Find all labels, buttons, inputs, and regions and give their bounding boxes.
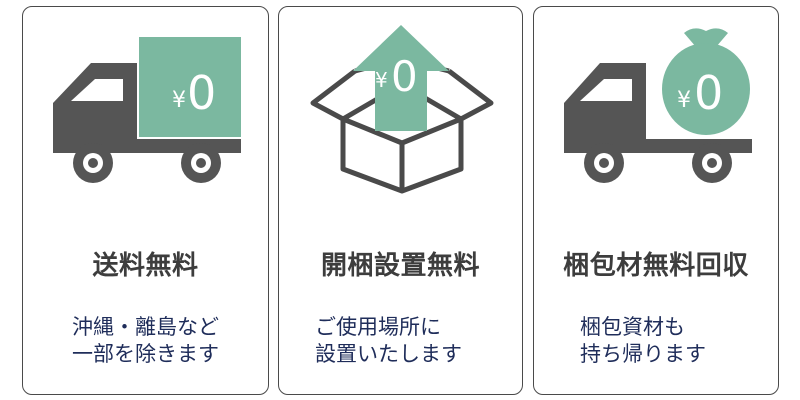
description-line: ご使用場所に [315,315,441,339]
price-symbol: ¥ [375,68,388,92]
description-line: 沖縄・離島など [72,315,219,339]
wheel-rear-icon [181,143,221,183]
feature-card-free-installation: ¥ 0 開梱設置無料 ご使用場所に 設置いたします [278,6,523,395]
card-title: 梱包材無料回収 [563,251,749,281]
delivery-truck-icon: ¥ 0 [53,37,241,183]
card-description: 沖縄・離島など 一部を除きます [23,314,268,368]
open-box-arrow-icon: ¥ 0 [310,25,494,194]
price-value: 0 [694,66,723,120]
feature-card-free-shipping: ¥ 0 送料無料 沖縄・離島など 一部を除きます [22,6,269,395]
price-symbol: ¥ [677,88,691,113]
card-title: 送料無料 [92,251,199,281]
feature-card-free-packing-collection: ¥ 0 梱包材無料回収 梱包資材も 持ち帰ります [533,6,779,395]
card-description: 梱包資材も 持ち帰ります [580,314,778,368]
truck-money-bag-icon: ¥ 0 [564,28,752,183]
description-line: 設置いたします [315,342,462,366]
wheel-front-icon [73,143,113,183]
card-title: 開梱設置無料 [320,251,480,281]
price-value: 0 [187,66,216,120]
description-line: 持ち帰ります [580,342,706,366]
wheel-rear-icon [692,143,732,183]
price-value: 0 [391,52,418,101]
price-symbol: ¥ [172,88,186,113]
description-line: 一部を除きます [72,342,219,366]
card-description: ご使用場所に 設置いたします [315,314,522,368]
wheel-front-icon [584,143,624,183]
description-line: 梱包資材も [580,315,685,339]
money-bag-icon [662,28,750,135]
